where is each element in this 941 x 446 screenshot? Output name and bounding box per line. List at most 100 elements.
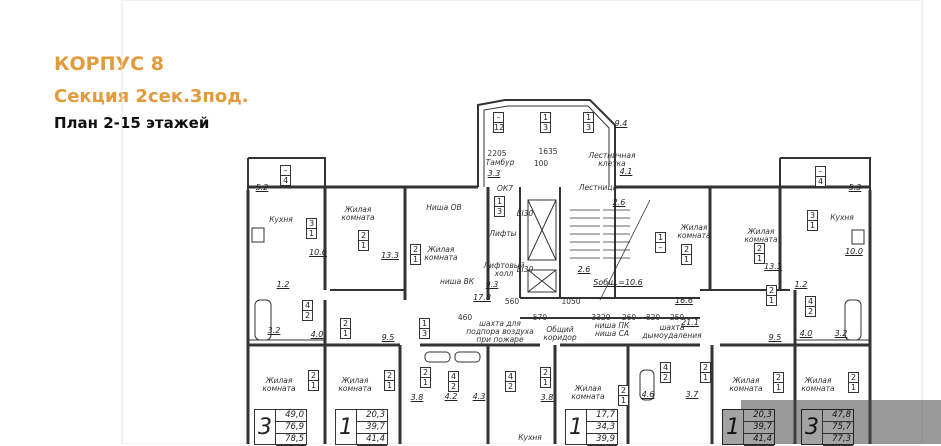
total-area: 76,9 [276,422,306,434]
room-count: 1 [336,410,357,444]
room-tag: –4 [815,166,826,187]
area-value: 4.0 [799,329,813,338]
room-label-vestibule: Тамбур [485,158,515,167]
living-area: 20,3 [744,410,774,422]
room-tag: –12 [493,112,505,133]
dimension: 100 [533,159,549,168]
label-ei30: EI30 [516,209,534,218]
total-area-with-balcony: 41,4 [357,434,387,446]
total-area-with-balcony: 78,5 [276,434,306,446]
label-ok7: ОК7 [497,184,513,193]
room-count: 1 [566,410,587,444]
area-value: 3.2 [834,329,848,338]
total-area-with-balcony: 41,4 [744,434,774,446]
room-label-living-room: Жилая комната [424,245,458,262]
area-value: 13.3 [381,251,399,260]
area-value: 3.8 [410,393,424,402]
area-value: 9.4 [614,119,628,128]
area-value: 9.3 [485,280,499,289]
area-value: 1.2 [794,280,808,289]
dimension: 250 [669,313,685,322]
room-label-kitchen: Кухня [269,215,293,224]
area-value: 4.6 [641,390,655,399]
dimension: 1635 [538,147,558,156]
label-niche-pk: ниша ПК ниша СА [594,321,630,338]
area-value: 2.6 [577,265,591,274]
total-area-with-balcony: 77,3 [823,434,853,446]
floor-plan-subtitle: План 2-15 этажей [54,114,210,132]
area-value: 4.2 [444,392,458,401]
total-area: 75,7 [823,422,853,434]
room-count: 1 [723,410,744,444]
room-label-elevator-hall: Лифтовый холл [483,261,525,278]
area-value: 17.8 [473,293,491,302]
area-value: 4.0 [310,330,324,339]
total-area: 34,3 [587,422,617,434]
room-count: 3 [255,410,276,444]
living-area: 20,3 [357,410,387,422]
room-label-living-room: Жилая комната [571,384,605,401]
room-count: 3 [802,410,823,444]
room-tag: 1– [655,232,666,253]
label-niche-vk: ниша ВК [439,277,475,286]
room-label-living-room: Жилая комната [744,227,778,244]
dimension: 570 [532,313,548,322]
room-label-common-corridor: Общий коридор [543,325,577,342]
area-value: 3.2 [267,326,281,335]
area-value: 2.6 [612,198,626,207]
label-ei30: EI30 [516,265,534,274]
area-value: 3.8 [540,393,554,402]
section-title: Секция 2сек.3под. [54,86,249,107]
label-air-shaft: шахта для подпора воздуха при пожаре [466,319,534,344]
label-smoke-shaft: шахта дымоудаления [642,323,702,340]
area-value: 3.3 [487,169,501,178]
area-value: 13.3 [764,262,782,271]
area-value: 1.2 [276,280,290,289]
area-value: 5.3 [848,183,862,192]
living-area: 49,0 [276,410,306,422]
dimension: 3320 [591,313,611,322]
area-value: 5.2 [255,183,269,192]
room-label-living-room: Жилая комната [262,376,296,393]
dimension: 820 [645,313,661,322]
living-area: 17,7 [587,410,617,422]
area-value: 21.1 [681,318,699,327]
room-label-living-room: Жилая комната [729,376,763,393]
total-area-value: Sобщ.=10.6 [593,278,643,287]
total-area: 39,7 [744,422,774,434]
total-area: 39,7 [357,422,387,434]
room-label-kitchen: Кухня [830,213,854,222]
room-label-living-room: Жилая комната [341,205,375,222]
area-value: 4.1 [619,167,633,176]
area-value: 16.6 [675,296,693,305]
area-value: 3.7 [685,390,699,399]
room-label-elevators: Лифты [489,229,517,238]
dimension: 260 [621,313,637,322]
area-value: 10.0 [845,247,863,256]
room-label-kitchen: Кухня [518,433,542,442]
